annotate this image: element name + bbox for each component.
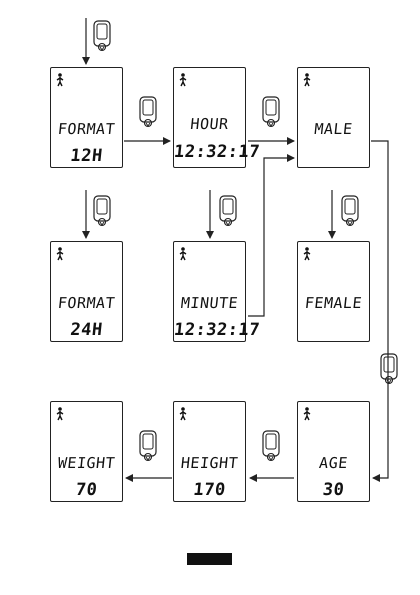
lcd-line1: HEIGHT: [173, 454, 246, 472]
runner-icon: [179, 407, 187, 421]
screen-age: AGE 30: [297, 401, 370, 502]
arrow-minute-to-male: [248, 158, 294, 316]
lcd-line2: 12:32:17: [173, 142, 246, 162]
lcd-line1: FORMAT: [50, 120, 123, 138]
page-footer-bar: [187, 553, 232, 565]
runner-icon: [303, 407, 311, 421]
watch-button-icon: [261, 430, 281, 463]
lcd-line2: 70: [50, 480, 123, 500]
lcd-line1: AGE: [297, 454, 370, 472]
watch-button-icon: [138, 96, 158, 129]
lcd-line1: MINUTE: [173, 294, 246, 312]
screen-format-12h: FORMAT 12H: [50, 67, 123, 168]
lcd-line1: MALE: [297, 120, 370, 138]
runner-icon: [179, 73, 187, 87]
lcd-line2: 12H: [50, 146, 123, 166]
watch-button-icon: [138, 430, 158, 463]
runner-icon: [179, 247, 187, 261]
screen-height: HEIGHT 170: [173, 401, 246, 502]
screen-format-24h: FORMAT 24H: [50, 241, 123, 342]
watch-button-icon: [218, 195, 238, 228]
watch-button-icon: [261, 96, 281, 129]
watch-button-icon: [92, 195, 112, 228]
runner-icon: [303, 247, 311, 261]
lcd-line2: 30: [297, 480, 370, 500]
lcd-line2: 24H: [50, 320, 123, 340]
lcd-line2: 12:32:17: [173, 320, 246, 340]
watch-button-icon: [379, 353, 399, 386]
screen-hour: HOUR 12:32:17: [173, 67, 246, 168]
watch-button-icon: [92, 20, 112, 53]
watch-button-icon: [340, 195, 360, 228]
runner-icon: [56, 407, 64, 421]
lcd-line1: FORMAT: [50, 294, 123, 312]
runner-icon: [56, 73, 64, 87]
screen-minute: MINUTE 12:32:17: [173, 241, 246, 342]
lcd-line1: HOUR: [173, 115, 246, 133]
arrow-male-to-age: [371, 141, 388, 478]
lcd-line1: FEMALE: [297, 294, 370, 312]
runner-icon: [56, 247, 64, 261]
lcd-line1: WEIGHT: [50, 454, 123, 472]
screen-female: FEMALE: [297, 241, 370, 342]
screen-weight: WEIGHT 70: [50, 401, 123, 502]
lcd-line2: 170: [173, 480, 246, 500]
screen-male: MALE: [297, 67, 370, 168]
runner-icon: [303, 73, 311, 87]
